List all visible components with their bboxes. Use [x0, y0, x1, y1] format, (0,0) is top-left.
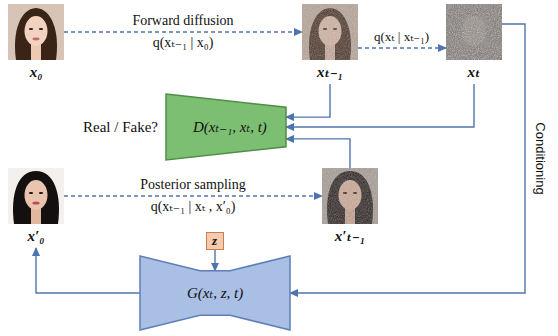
- image-node: xₜ₋₁: [302, 4, 358, 84]
- image-node: x₀: [8, 4, 64, 84]
- trapezoid-shape-outline: [166, 94, 286, 160]
- image-label: x′ₜ₋₁: [312, 226, 388, 246]
- edge-label: Conditioning: [533, 122, 548, 194]
- eye: [39, 192, 43, 194]
- image-label: xₜ: [436, 62, 512, 82]
- discriminator-trapezoid: Real / Fake?D(xₜ₋₁, xₜ, t): [166, 94, 286, 160]
- face-photo: [8, 168, 64, 224]
- eye: [29, 28, 33, 30]
- hourglass-shape-outline: [140, 256, 290, 330]
- photo-ground: [302, 4, 358, 60]
- face: [25, 180, 48, 210]
- edge-label: q(xₜ | xₜ₋₁): [374, 29, 429, 45]
- lips: [32, 202, 39, 205]
- image-node: x′ₜ₋₁: [322, 168, 378, 248]
- arrow: [286, 139, 350, 168]
- photo-ground: [8, 168, 64, 224]
- network-label: G(xₜ, z, t): [187, 284, 243, 302]
- arrow: [36, 248, 140, 293]
- eye: [39, 28, 43, 30]
- latent-label: z: [212, 233, 217, 249]
- dashed-arrow: [358, 47, 446, 48]
- image-node: x′₀: [8, 168, 64, 248]
- photo-ground: [8, 4, 64, 60]
- hair: [13, 171, 59, 224]
- generator-hourglass: G(xₜ, z, t): [140, 256, 290, 330]
- eye: [29, 192, 33, 194]
- face: [25, 16, 48, 46]
- dashed-arrow: [64, 31, 302, 32]
- photo-ground: [446, 4, 502, 60]
- network-label: D(xₜ₋₁, xₜ, t): [193, 118, 267, 136]
- hair: [15, 8, 57, 60]
- face-photo-noisy: [302, 4, 358, 60]
- arrow: [214, 250, 215, 271]
- latent-box: z: [206, 232, 224, 250]
- image-label: xₜ₋₁: [292, 62, 368, 82]
- noise: [322, 168, 378, 224]
- image-label: x′₀: [0, 226, 74, 246]
- output-heading: Real / Fake?: [83, 119, 158, 136]
- arrow: [286, 84, 474, 127]
- face-photo: [8, 4, 64, 60]
- lips: [33, 38, 40, 41]
- image-label: x₀: [0, 62, 74, 82]
- arrow: [290, 24, 525, 293]
- noise: [302, 4, 358, 60]
- edge-label: Posterior sampling q(xₜ₋₁ | xₜ , x′₀): [123, 174, 263, 218]
- edge-label: Forward diffusion q(xₜ₋₁ | x₀): [118, 10, 248, 54]
- face-photo-noisy: [322, 168, 378, 224]
- noise: [446, 4, 502, 60]
- dashed-arrow: [64, 195, 322, 196]
- photo-ground: [322, 168, 378, 224]
- arrow: [286, 84, 330, 117]
- image-node: xₜ: [446, 4, 502, 84]
- noise-photo: [446, 4, 502, 60]
